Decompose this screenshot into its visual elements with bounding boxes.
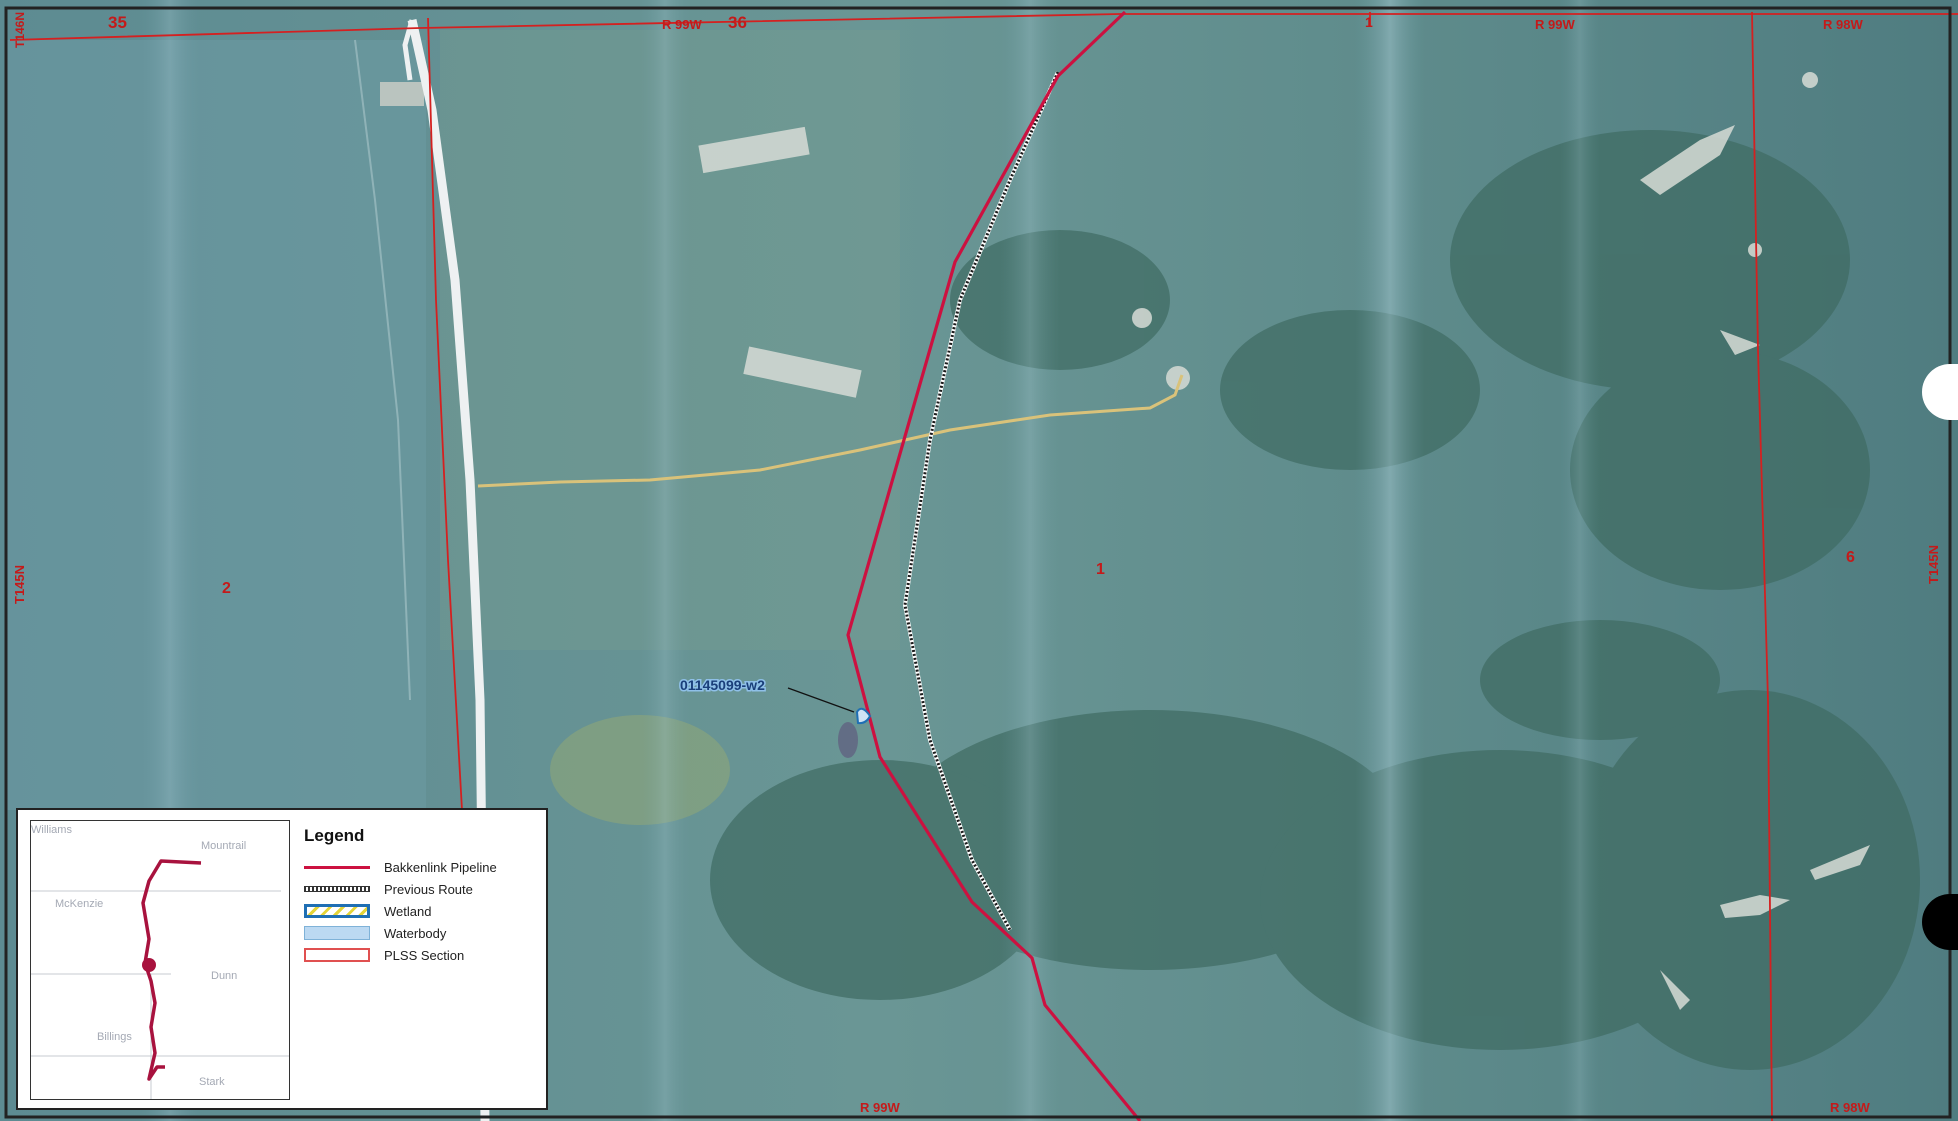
section-label-1: 1 xyxy=(1096,561,1105,578)
bare-rectangle xyxy=(698,126,810,174)
previous-route-dashes xyxy=(903,71,1060,931)
plss-section-symbol xyxy=(304,948,370,962)
waterbody-symbol xyxy=(304,926,370,940)
wetland-leader-line xyxy=(787,687,855,713)
bare-streak xyxy=(1810,845,1870,880)
plss-line-west-section xyxy=(427,17,463,811)
bare-spot xyxy=(1132,308,1152,328)
map-frame xyxy=(4,6,1952,1119)
legend-item-pipeline: Bakkenlink Pipeline xyxy=(304,856,540,878)
legend-item-label: Wetland xyxy=(384,903,432,919)
vegetation-patch xyxy=(1570,350,1870,590)
range-label-bottom-2: R 98W xyxy=(1830,1100,1870,1115)
plss-section-lines xyxy=(9,11,1958,1121)
locator-inset-svg: Williams Mountrail McKenzie Dunn Billing… xyxy=(31,824,289,1099)
inset-project-location-marker xyxy=(142,958,156,972)
locator-inset-map: Williams Mountrail McKenzie Dunn Billing… xyxy=(30,820,290,1100)
range-label-top-1: R 99W xyxy=(662,17,702,32)
legend-item-label: Previous Route xyxy=(384,881,473,897)
plss-line-north xyxy=(9,13,1958,41)
vegetation-patch xyxy=(1580,690,1920,1070)
legend-item-plss-section: PLSS Section xyxy=(304,944,540,966)
vegetation-patch xyxy=(710,760,1050,1000)
bare-spot xyxy=(1748,243,1762,257)
gravel-road xyxy=(407,19,490,1121)
inset-county-billings: Billings xyxy=(97,1031,132,1043)
legend-item-label: PLSS Section xyxy=(384,947,465,963)
inset-county-dunn: Dunn xyxy=(211,970,237,982)
range-label-top-3: R 98W xyxy=(1823,17,1863,32)
inset-county-stark: Stark xyxy=(199,1076,225,1088)
wetland-polygon xyxy=(855,707,872,725)
bare-streak xyxy=(1720,330,1760,355)
bare-streak xyxy=(1640,125,1735,195)
bare-streak xyxy=(1660,970,1690,1010)
legend-panel: Williams Mountrail McKenzie Dunn Billing… xyxy=(16,808,548,1110)
field-tone-left xyxy=(6,40,426,810)
bare-rectangle xyxy=(743,346,862,398)
legend-title: Legend xyxy=(304,826,365,845)
previous-route-symbol xyxy=(304,886,370,892)
bare-ground-patches xyxy=(380,72,1870,1010)
inset-county-mountrail: Mountrail xyxy=(201,840,246,852)
plss-line-east-section xyxy=(1751,11,1773,1121)
bare-spot xyxy=(1802,72,1818,88)
section-label-35: 35 xyxy=(108,13,127,32)
section-label-36: 36 xyxy=(728,13,747,32)
section-label-1-top: 1 xyxy=(1365,14,1373,30)
range-label-bottom-1: R 99W xyxy=(860,1100,900,1115)
wetland-symbol xyxy=(304,904,370,918)
legend-item-previous-route: Previous Route xyxy=(304,878,540,900)
legend-item-waterbody: Waterbody xyxy=(304,922,540,944)
pipeline-symbol xyxy=(304,865,370,869)
bakkenlink-pipeline xyxy=(846,10,1142,1121)
inset-pipeline-route xyxy=(141,859,202,1081)
township-label-nw: T146N xyxy=(13,12,27,48)
section-label-2: 2 xyxy=(222,580,231,597)
wetland-id-label: 01145099-w2 xyxy=(680,677,765,693)
inset-county-williams: Williams xyxy=(31,824,72,836)
bare-streak xyxy=(1720,895,1790,918)
vegetation-patch xyxy=(1450,130,1850,390)
section-label-6: 6 xyxy=(1846,549,1855,566)
imagery-streaks xyxy=(140,0,1600,1121)
legend-item-wetland: Wetland xyxy=(304,900,540,922)
legend-item-label: Bakkenlink Pipeline xyxy=(384,859,497,875)
township-label-west: T145N xyxy=(12,565,27,604)
imagery-streak xyxy=(1355,0,1425,1121)
township-label-east: T145N xyxy=(1926,545,1941,584)
legend: Legend Bakkenlink Pipeline Previous Rout… xyxy=(304,826,540,966)
bare-spot xyxy=(1166,366,1190,390)
range-label-top-2: R 99W xyxy=(1535,17,1575,32)
farmyard xyxy=(380,82,424,106)
imagery-streak xyxy=(1560,0,1600,1121)
faint-track xyxy=(354,39,411,701)
imagery-streak xyxy=(1000,0,1060,1121)
wetland-shadow xyxy=(838,722,858,758)
legend-item-label: Waterbody xyxy=(384,925,447,941)
inset-county-mckenzie: McKenzie xyxy=(55,898,103,910)
map-labels: T146N T145N T145N R 99W R 99W R 98W R 99… xyxy=(12,12,1941,1115)
imagery-streak xyxy=(640,0,690,1121)
vegetation-patch xyxy=(1220,310,1480,470)
